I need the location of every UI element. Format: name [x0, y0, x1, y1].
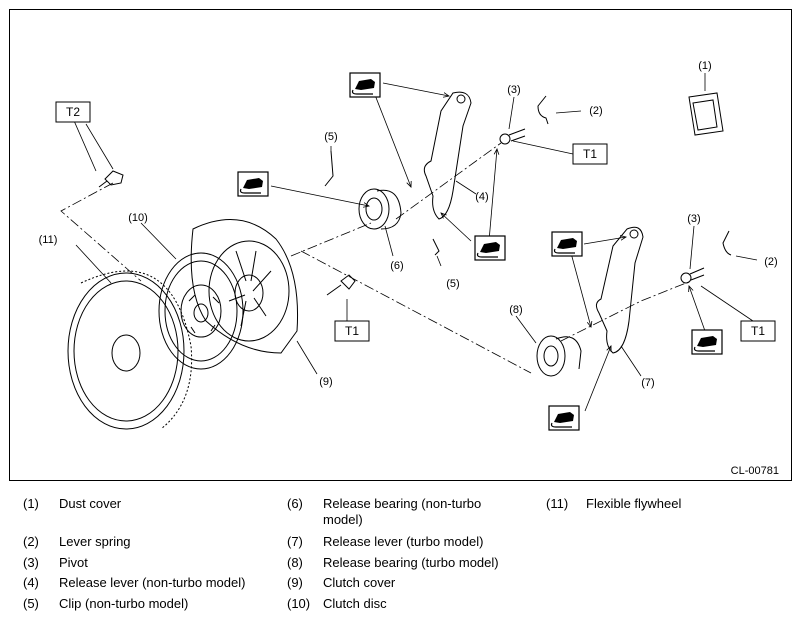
- dust-cover: [688, 92, 724, 136]
- flywheel-bolt: [98, 170, 124, 188]
- legend-text: Release lever (turbo model): [323, 534, 484, 549]
- legend-number: (7): [287, 534, 303, 549]
- release-bearing-non-turbo: [358, 188, 402, 230]
- callout-3-upper: (3): [507, 84, 520, 96]
- callout-4: (4): [475, 191, 488, 203]
- legend-number: (8): [287, 555, 303, 570]
- legend-text: Pivot: [59, 555, 88, 570]
- clutch-cover: [190, 219, 299, 354]
- legend-text: Release bearing (turbo model): [323, 555, 499, 570]
- legend-number: (3): [23, 555, 39, 570]
- svg-text:T1: T1: [751, 324, 765, 338]
- release-lever-non-turbo: [423, 91, 472, 220]
- parts-legend: (1) Dust cover (2) Lever spring (3) Pivo…: [0, 490, 804, 620]
- torque-box-t1-lower: T1: [740, 320, 776, 342]
- leader-lines: [67, 73, 758, 377]
- callout-7: (7): [641, 377, 654, 389]
- pivot-and-spring-non-turbo: [499, 95, 549, 145]
- legend-number: (9): [287, 575, 303, 590]
- callout-3-lower: (3): [687, 213, 700, 225]
- clutch-disc: [158, 252, 244, 370]
- callout-5-upper: (5): [324, 131, 337, 143]
- legend-number: (1): [23, 496, 39, 511]
- legend-text: Clutch disc: [323, 596, 387, 611]
- torque-box-t2: T2: [55, 101, 91, 123]
- callout-5-lower: (5): [446, 278, 459, 290]
- legend-number: (10): [287, 596, 311, 611]
- callout-2-upper: (2): [589, 105, 602, 117]
- callout-9: (9): [319, 376, 332, 388]
- legend-text: Clip (non-turbo model): [59, 596, 189, 611]
- callout-10: (10): [128, 212, 148, 224]
- exploded-diagram-frame: T2 T1 T1 T1 (1) (2) (2) (3) (3) (4) (5) …: [9, 9, 792, 481]
- legend-text: Lever spring: [59, 534, 131, 549]
- legend-text: Dust cover: [59, 496, 122, 511]
- release-bearing-turbo: [536, 335, 582, 377]
- svg-text:T1: T1: [345, 324, 359, 338]
- grease-arrows: [270, 82, 706, 412]
- callout-6: (6): [390, 260, 403, 272]
- torque-box-t1-cover: T1: [334, 320, 370, 342]
- svg-text:T2: T2: [66, 105, 80, 119]
- legend-text: Clutch cover: [323, 575, 396, 590]
- legend-number: (11): [546, 496, 569, 511]
- legend-number: (5): [23, 596, 39, 611]
- svg-text:T1: T1: [583, 147, 597, 161]
- legend-text: Release lever (non-turbo model): [59, 575, 246, 590]
- release-lever-turbo: [595, 226, 644, 354]
- pivot-and-spring-turbo: [680, 230, 732, 284]
- clip-non-turbo: [324, 150, 440, 256]
- callout-8: (8): [509, 304, 522, 316]
- legend-number: (4): [23, 575, 39, 590]
- callout-1: (1): [698, 60, 711, 72]
- legend-number: (6): [287, 496, 303, 511]
- callout-2-lower: (2): [764, 256, 777, 268]
- torque-box-t1-upper: T1: [572, 143, 608, 165]
- callout-11: (11): [39, 234, 58, 246]
- cover-bolt: [326, 274, 356, 296]
- clutch-exploded-diagram: T2 T1 T1 T1 (1) (2) (2) (3) (3) (4) (5) …: [39, 60, 778, 431]
- flexible-flywheel: [67, 270, 193, 430]
- legend-number: (2): [23, 534, 39, 549]
- diagram-reference-code: CL-00781: [730, 465, 779, 477]
- legend-text: Flexible flywheel: [586, 496, 682, 511]
- legend-text: Release bearing (non-turbo model): [323, 496, 482, 527]
- assembly-axis-lines: [60, 142, 692, 374]
